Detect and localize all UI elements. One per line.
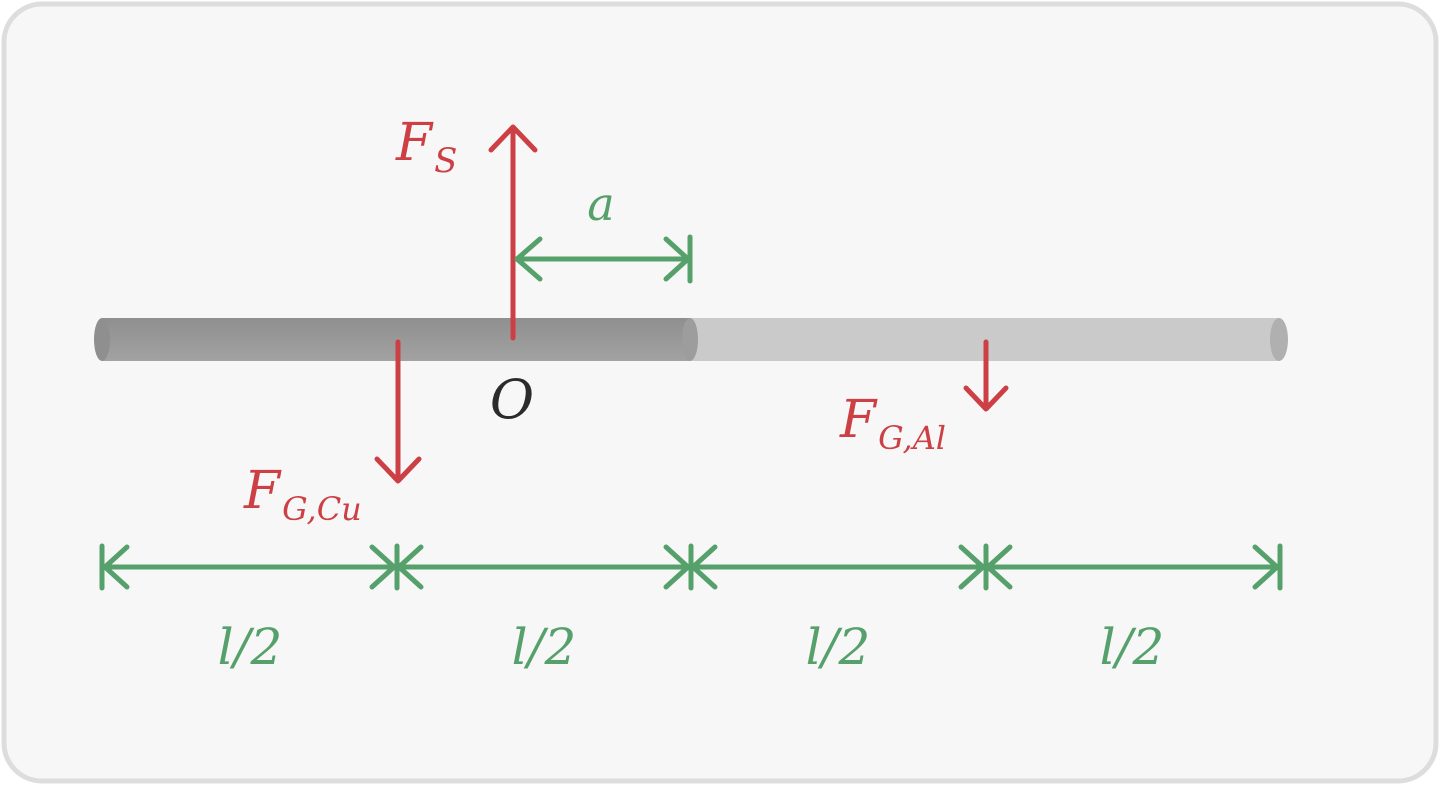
aluminium-rod-section: [684, 318, 1280, 361]
segment-dimensions: [99, 543, 1283, 591]
copper-rod-joint: [682, 318, 698, 361]
support-force-arrow: [488, 124, 538, 341]
segment-label-2: l/2: [512, 618, 577, 676]
pivot-label: O: [490, 368, 534, 431]
aluminium-weight-arrow: [963, 339, 1009, 412]
distance-a-label: a: [587, 177, 614, 231]
copper-rod-end-cap: [94, 318, 110, 361]
segment-label-3: l/2: [806, 618, 871, 676]
rod: [94, 318, 1288, 361]
copper-weight-arrow: [374, 339, 422, 484]
support-force-label: FS: [395, 113, 457, 181]
aluminium-rod-end-cap: [1270, 318, 1288, 361]
copper-weight-label: FG,Cu: [243, 461, 362, 528]
distance-a-dimension: [514, 234, 693, 284]
segment-label-4: l/2: [1100, 618, 1165, 676]
segment-label-1: l/2: [218, 618, 283, 676]
aluminium-weight-label: FG,Al: [839, 390, 946, 457]
